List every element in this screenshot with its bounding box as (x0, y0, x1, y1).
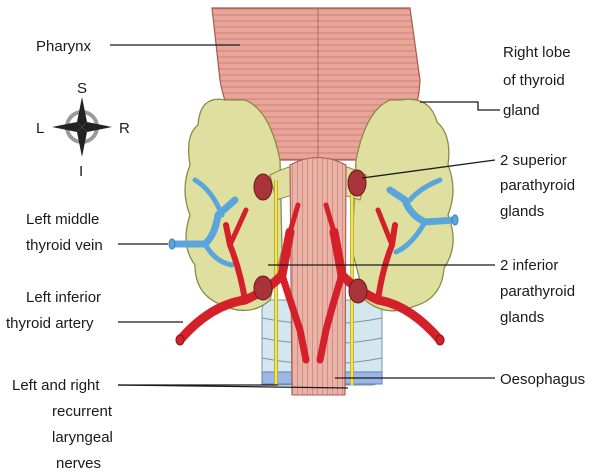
label-recurrent-nerves-3: laryngeal (52, 429, 113, 446)
left-superior-parathyroid (254, 174, 272, 200)
label-pharynx: Pharynx (36, 38, 92, 55)
label-middle-vein-2: thyroid vein (26, 237, 103, 254)
label-inferior-parathyroid-2: parathyroid (500, 283, 575, 300)
right-superior-parathyroid (348, 170, 366, 196)
orientation-compass: S I L R (36, 80, 130, 180)
label-inferior-parathyroid-1: 2 inferior (500, 257, 558, 274)
label-superior-parathyroid-1: 2 superior (500, 152, 567, 169)
label-inferior-artery-1: Left inferior (26, 289, 101, 306)
label-inferior-parathyroid-3: glands (500, 309, 544, 326)
label-inferior-artery-2: thyroid artery (6, 315, 94, 332)
label-superior-parathyroid-2: parathyroid (500, 177, 575, 194)
label-middle-vein-1: Left middle (26, 211, 99, 228)
label-right-lobe-1: Right lobe (503, 44, 571, 61)
right-thyroid-lobe (352, 99, 453, 311)
compass-superior-label: S (77, 80, 87, 97)
label-right-lobe-2: of thyroid (503, 72, 565, 89)
label-recurrent-nerves-1: Left and right (12, 377, 100, 394)
label-superior-parathyroid-3: glands (500, 203, 544, 220)
label-recurrent-nerves-2: recurrent (52, 403, 113, 420)
label-right-lobe-3: gland (503, 102, 540, 119)
compass-left-label: L (36, 120, 44, 137)
compass-right-label: R (119, 120, 130, 137)
label-oesophagus: Oesophagus (500, 371, 585, 388)
compass-inferior-label: I (79, 163, 83, 180)
right-inferior-parathyroid (349, 279, 367, 303)
label-recurrent-nerves-4: nerves (56, 455, 101, 472)
left-inferior-parathyroid (254, 276, 272, 300)
